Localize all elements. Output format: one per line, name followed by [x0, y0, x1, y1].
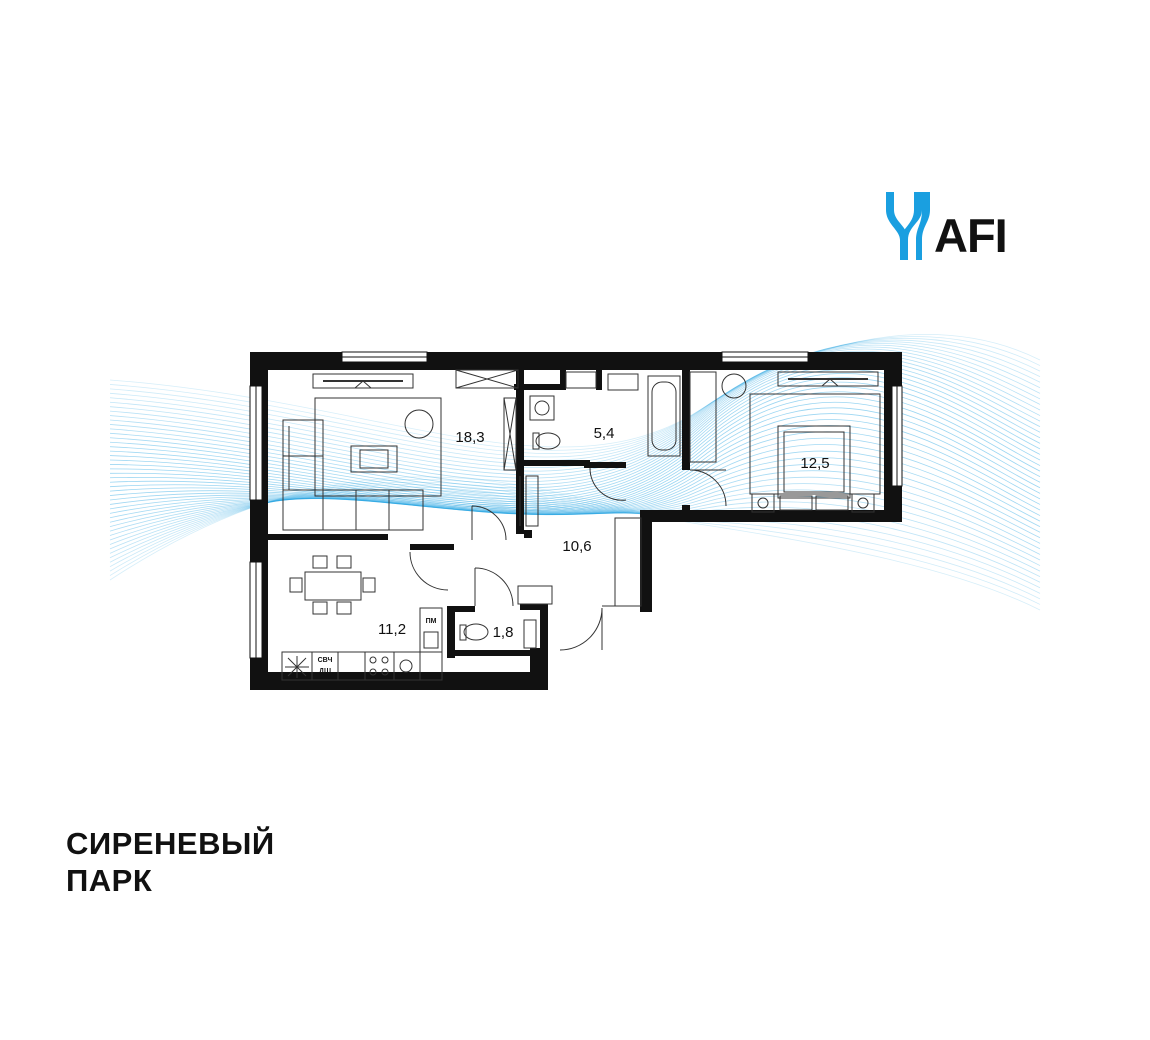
room-area-bedroom: 12,5 [800, 455, 829, 472]
wave-line [109, 431, 1041, 515]
wave-line [109, 444, 1041, 522]
room-area-wc: 1,8 [493, 624, 514, 641]
room-area-living: 18,3 [455, 429, 484, 446]
wave-line [109, 355, 1041, 486]
wave-line [109, 344, 1041, 469]
wave-line [109, 336, 1041, 451]
wave-line [109, 450, 1041, 528]
windows [249, 351, 903, 659]
wave-line [109, 369, 1041, 498]
project-title-line-1: СИРЕНЕВЫЙ [66, 826, 275, 861]
washer-label: ПМ [426, 618, 437, 625]
wave-line [109, 346, 1041, 472]
wave-line [109, 337, 1041, 454]
wave-line [109, 407, 1041, 513]
afi-logo-icon [886, 192, 930, 260]
wave-line [109, 361, 1041, 492]
wave-line [109, 341, 1041, 461]
wave-line [109, 470, 1041, 544]
furniture [281, 369, 881, 681]
wave-line [109, 413, 1041, 514]
room-area-hall: 10,6 [562, 538, 591, 555]
wave-line [109, 348, 1041, 476]
wave-line [109, 419, 1041, 514]
wave-line [109, 457, 1041, 533]
room-area-bathroom: 5,4 [594, 425, 615, 442]
wave-line [109, 343, 1041, 465]
wave-line [109, 476, 1041, 550]
wave-line [109, 381, 1041, 505]
walls [250, 352, 902, 690]
wave-line [109, 350, 1041, 479]
wave-line [109, 386, 1041, 507]
wave-line [109, 483, 1041, 555]
wave-line [109, 377, 1041, 503]
wave-line [109, 391, 1041, 509]
wave-line [109, 373, 1041, 500]
wave-line [109, 396, 1041, 510]
wave-line [109, 334, 1041, 448]
wave-line [109, 463, 1041, 539]
wave-line [109, 339, 1041, 458]
project-title-line-2: ПАРК [66, 863, 153, 898]
wave-line [109, 365, 1041, 495]
brand-logo-text: AFI [934, 209, 1008, 262]
dishwasher-label: ДШ [319, 668, 331, 675]
project-title: СИРЕНЕВЫЙ ПАРК [66, 825, 275, 899]
wave-line [109, 437, 1041, 516]
wave-line [109, 353, 1041, 482]
microwave-label: СВЧ [318, 657, 333, 664]
room-area-kitchen: 11,2 [378, 621, 406, 638]
